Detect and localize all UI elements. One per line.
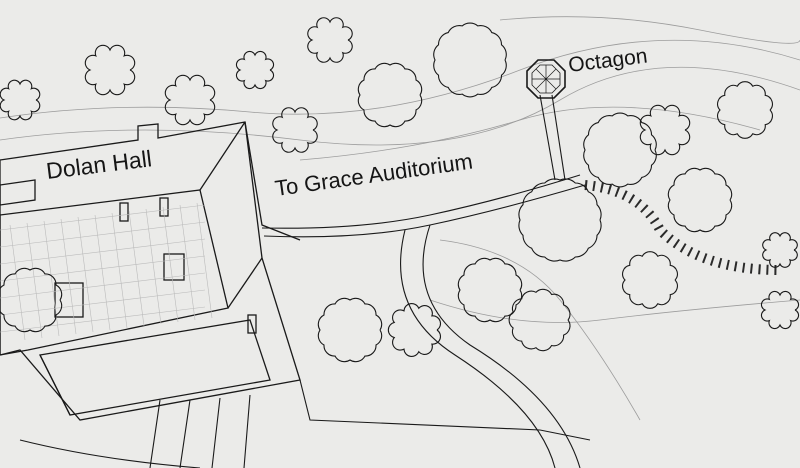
paving-line (0, 204, 206, 231)
contour-lines (0, 16, 800, 421)
paving-line (26, 222, 43, 339)
paving-line (111, 212, 128, 329)
tree-icon (717, 81, 773, 139)
paving-line (128, 210, 145, 327)
paving-line (0, 272, 206, 299)
tree-icon (760, 290, 800, 330)
tree-icon (518, 178, 602, 262)
tree-icon (387, 303, 442, 357)
trees (0, 17, 800, 363)
tree-icon (457, 257, 523, 323)
octagon-pavilion-icon (526, 59, 566, 99)
paving-line (0, 221, 206, 248)
paving-line (0, 238, 206, 265)
tree-icon (639, 104, 691, 156)
paving-line (60, 218, 77, 335)
tree-icon (667, 167, 733, 233)
tree-icon (508, 288, 571, 352)
paving-line (162, 206, 179, 323)
paving-line (179, 204, 196, 321)
tree-icon (272, 107, 318, 153)
walkways (19, 94, 781, 468)
paving-line (0, 255, 206, 282)
tree-icon (583, 112, 657, 188)
paving-line (94, 214, 111, 331)
paving-line (43, 220, 60, 337)
tree-icon (84, 44, 136, 96)
tree-icon (357, 62, 423, 128)
paving-line (145, 208, 162, 325)
dolan-hall-building (0, 121, 301, 421)
tree-icon (307, 17, 353, 63)
paving-line (0, 289, 206, 316)
tree-icon (164, 74, 216, 126)
paving-line (196, 202, 213, 319)
tree-icon (235, 50, 275, 90)
tree-icon (317, 297, 383, 363)
tree-icon (0, 79, 41, 121)
paving-line (77, 216, 94, 333)
tree-icon (0, 267, 63, 333)
tree-icon (762, 232, 798, 268)
courtyard-paving-grid (0, 202, 213, 341)
tree-icon (622, 251, 678, 309)
paving-line (0, 306, 206, 333)
paving-line (9, 224, 26, 341)
tree-icon (433, 22, 507, 98)
